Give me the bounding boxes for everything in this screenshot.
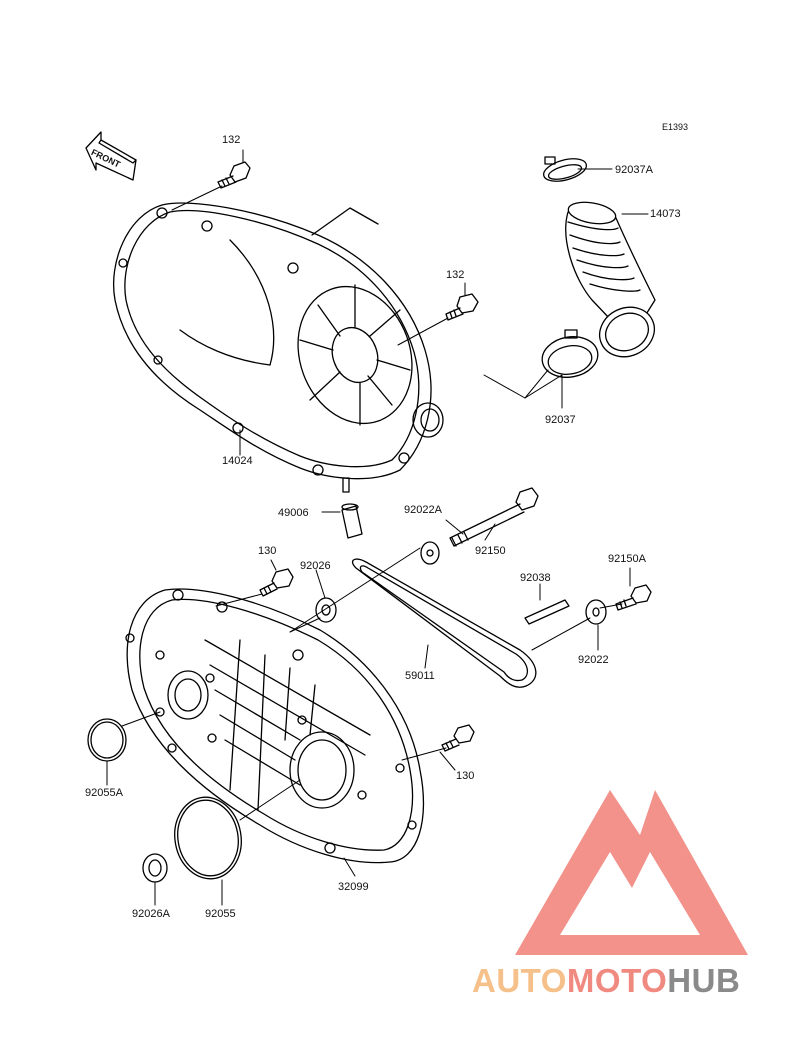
bolt-130-top [259,568,294,597]
bolt-132-top [217,161,251,189]
part-label-92026: 92026 [300,560,331,572]
drain-fitting-49006 [341,503,363,539]
watermark-text: AUTOMOTOHUB [472,962,740,1000]
part-label-92150A: 92150A [608,553,646,565]
part-label-14024: 14024 [222,455,253,467]
front-arrow-icon [85,131,137,181]
part-label-92026A: 92026A [132,908,170,920]
part-label-92022A: 92022A [404,504,442,516]
part-label-32099: 32099 [338,881,369,893]
part-label-132-top: 132 [222,134,241,146]
watermark-hub: HUB [667,962,741,999]
part-label-92150: 92150 [475,545,506,557]
seal-92026A [142,853,168,883]
watermark-moto: MOTO [566,962,668,999]
o-ring-92055A [87,718,127,762]
part-label-92037: 92037 [545,414,576,426]
part-label-92055A: 92055A [85,787,123,799]
inner-cover-32099 [125,588,425,864]
part-label-49006: 49006 [278,507,309,519]
clamp-92037A [542,156,588,182]
washer-92026 [315,597,337,623]
drive-belt-59011 [351,558,537,688]
bolt-92150 [449,487,539,547]
diagram-code: E1393 [662,122,689,132]
washer-92022 [585,599,607,625]
washer-92022A [420,541,440,565]
part-label-92055: 92055 [205,908,236,920]
part-label-59011: 59011 [405,670,435,682]
watermark-auto: AUTO [472,962,567,999]
part-label-14073: 14073 [650,208,681,220]
clamp-92037 [541,329,599,378]
part-label-130-bottom: 130 [456,770,475,782]
part-label-132-mid: 132 [446,269,465,281]
part-label-92037A: 92037A [615,164,653,176]
o-ring-92055 [174,796,242,880]
leader-lines [106,149,649,906]
part-label-92022: 92022 [578,654,609,666]
air-duct-14073 [565,201,656,358]
bolt-132-mid [445,293,479,321]
automotohub-logo-icon [515,790,748,955]
part-label-92038: 92038 [520,572,551,584]
bolt-92150A [615,584,652,611]
part-label-130-top: 130 [258,545,277,557]
outer-cover-14024 [113,202,444,493]
bolt-130-bottom [441,724,475,752]
pin-92038 [524,599,570,625]
